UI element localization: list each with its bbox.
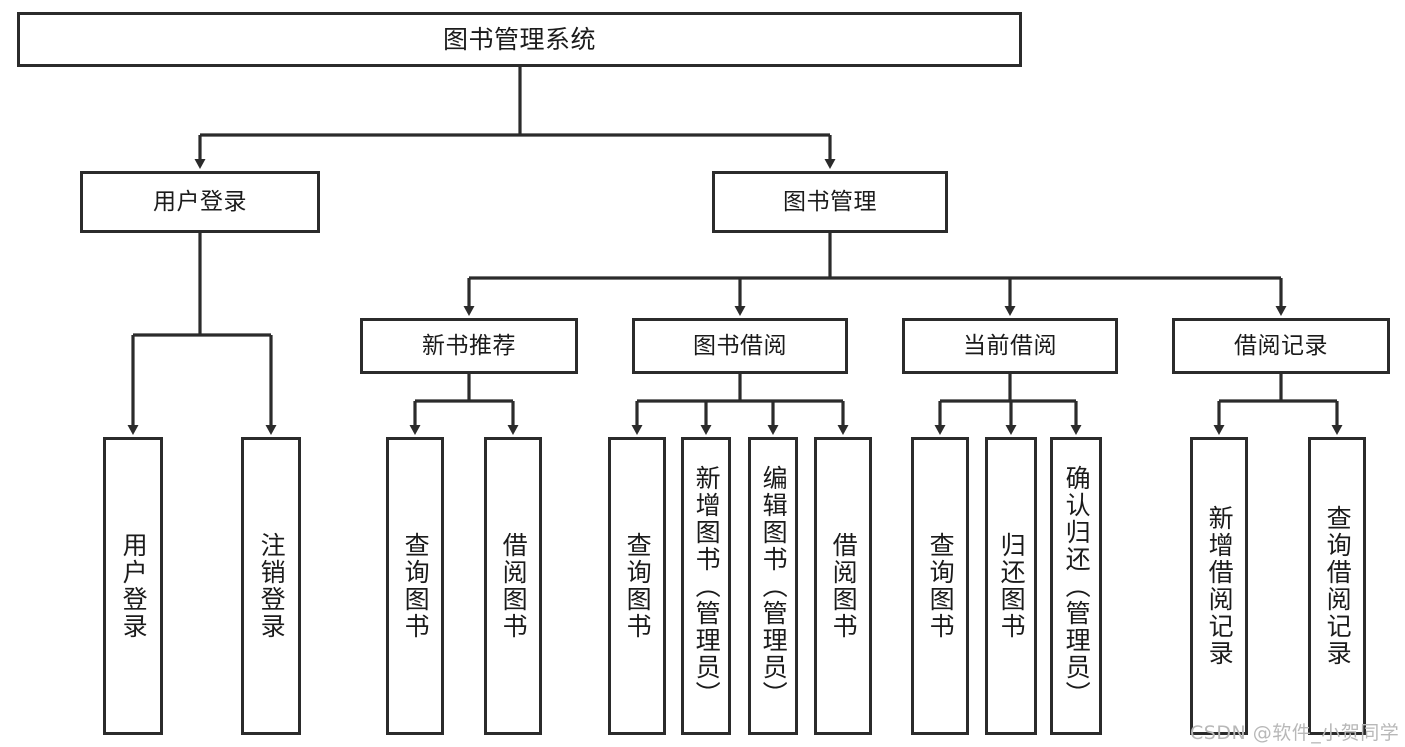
node-label: 图书管理 [783,188,877,215]
node-leaf-user-login[interactable]: 用户登录 [103,437,163,735]
csdn-watermark: CSDN @软件_小贺同学 [1190,722,1400,744]
node-leaf-edit-book-admin[interactable]: 编辑图书（管理员） [748,437,798,735]
node-book-management[interactable]: 图书管理 [712,171,948,233]
node-leaf-borrow-book-recommend[interactable]: 借阅图书 [484,437,542,735]
node-label: 查询借阅记录 [1323,505,1353,667]
node-borrow-record[interactable]: 借阅记录 [1172,318,1390,374]
node-user-login[interactable]: 用户登录 [80,171,320,233]
node-leaf-logout[interactable]: 注销登录 [241,437,301,735]
node-label: 查询图书 [401,532,431,640]
node-label: 新书推荐 [422,332,516,359]
node-label: 用户登录 [119,532,149,640]
node-label: 注销登录 [257,532,287,640]
node-label: 编辑图书（管理员） [759,464,789,708]
node-label: 图书借阅 [693,332,787,359]
node-leaf-confirm-return-admin[interactable]: 确认归还（管理员） [1050,437,1102,735]
node-leaf-query-book-current[interactable]: 查询图书 [911,437,969,735]
node-label: 借阅图书 [829,532,859,640]
node-root-book-management-system[interactable]: 图书管理系统 [17,12,1022,67]
node-label: 用户登录 [153,188,247,215]
node-current-borrow[interactable]: 当前借阅 [902,318,1118,374]
node-label: 新增图书（管理员） [692,464,722,708]
node-leaf-query-borrow-record[interactable]: 查询借阅记录 [1308,437,1366,735]
node-leaf-return-book[interactable]: 归还图书 [985,437,1037,735]
node-label: 查询图书 [926,532,956,640]
node-leaf-query-book-recommend[interactable]: 查询图书 [386,437,444,735]
node-label: 确认归还（管理员） [1062,464,1092,708]
node-new-book-recommend[interactable]: 新书推荐 [360,318,578,374]
node-label: 新增借阅记录 [1205,505,1235,667]
node-label: 查询图书 [623,532,653,640]
node-leaf-add-borrow-record[interactable]: 新增借阅记录 [1190,437,1248,735]
node-leaf-borrow-book[interactable]: 借阅图书 [814,437,872,735]
node-label: 图书管理系统 [442,25,596,54]
node-label: 借阅图书 [499,532,529,640]
node-leaf-add-book-admin[interactable]: 新增图书（管理员） [681,437,731,735]
node-book-borrow[interactable]: 图书借阅 [632,318,848,374]
node-label: 当前借阅 [963,332,1057,359]
node-label: 归还图书 [997,532,1027,640]
node-leaf-query-book-borrow[interactable]: 查询图书 [608,437,666,735]
node-label: 借阅记录 [1234,332,1328,359]
